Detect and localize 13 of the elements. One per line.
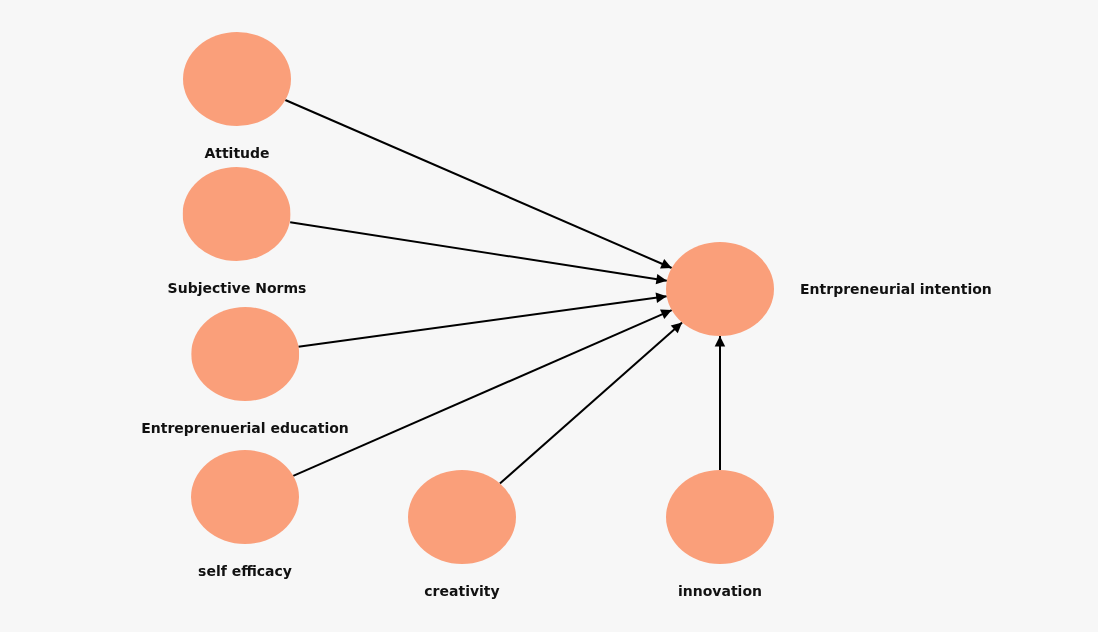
node-label: creativity [424,583,500,600]
node-label: self efficacy [198,563,292,580]
node-label: Entreprenuerial education [141,420,349,437]
node-label: Entrpreneurial intention [800,280,992,298]
node-label: Subjective Norms [167,280,307,297]
arrow [714,335,726,471]
arrow [498,321,684,485]
arrow [292,309,673,477]
node-label: innovation [678,583,762,600]
arrow [297,292,668,348]
arrow [284,99,673,269]
node-label: Attitude [204,145,270,162]
arrow [289,221,668,285]
